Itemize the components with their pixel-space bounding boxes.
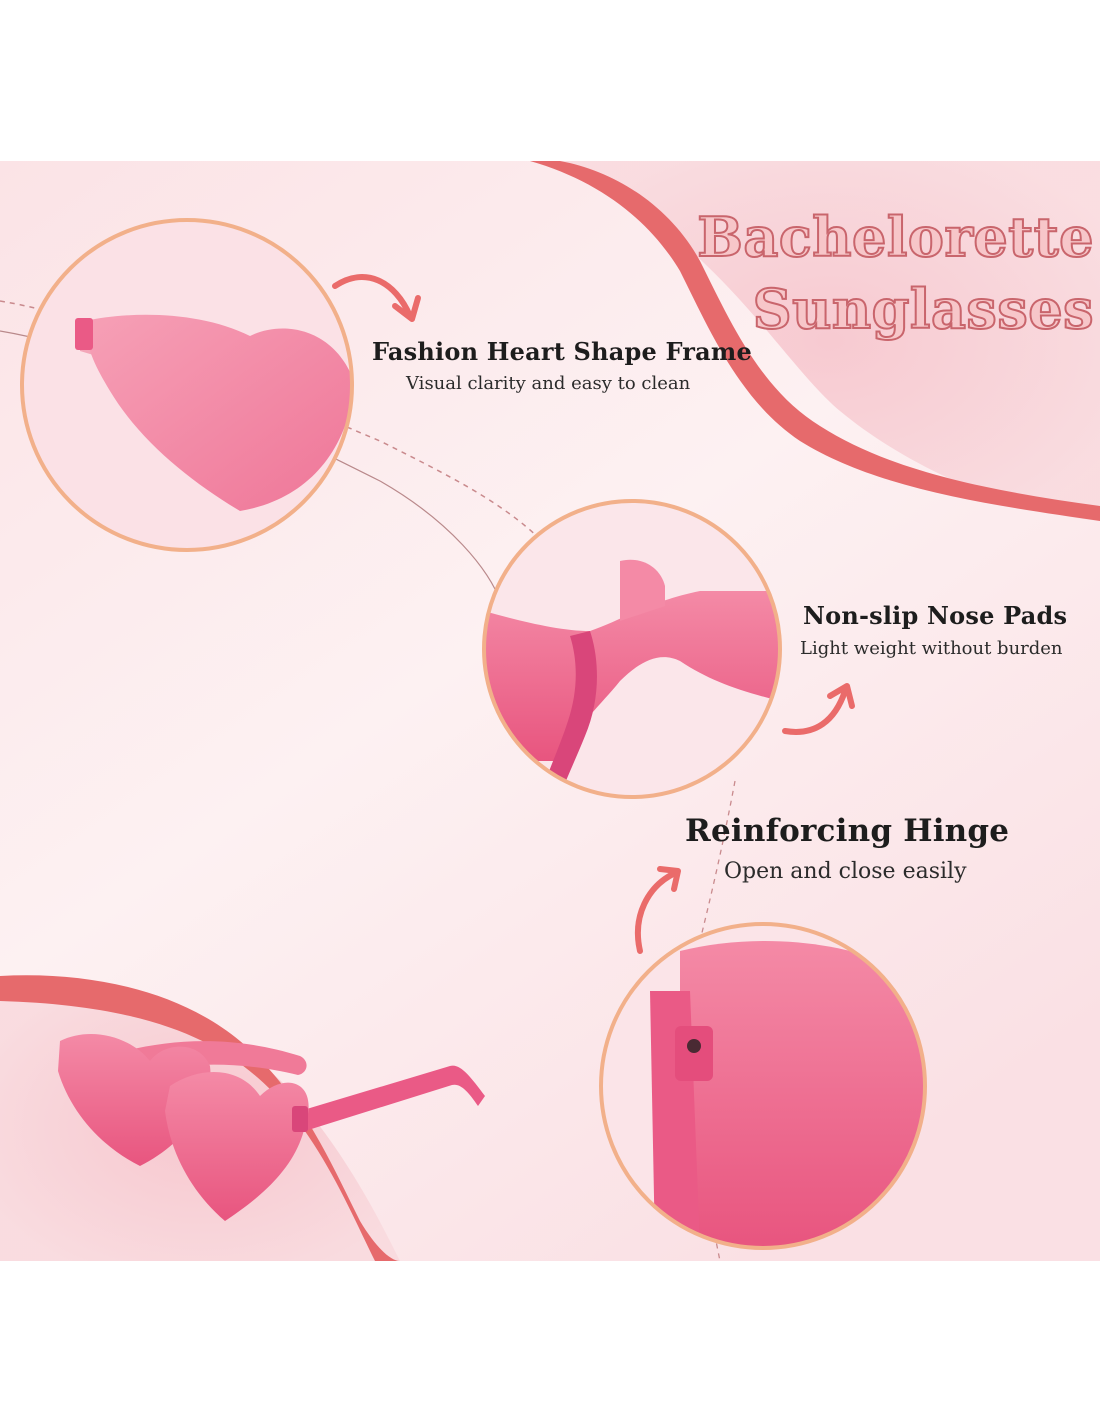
feature-3-subtitle: Open and close easily (724, 859, 967, 884)
right-heart-lens (165, 1072, 309, 1221)
headline-line-1: Bachelorette (696, 204, 1094, 270)
headline-line-2: Sunglasses (752, 276, 1095, 342)
hinge-joint-shape (675, 1026, 713, 1081)
arrow-1-icon (332, 274, 421, 322)
nose-bridge-top-shape (620, 559, 665, 621)
feature-2-title: Non-slip Nose Pads (803, 601, 1068, 630)
feature-1-title: Fashion Heart Shape Frame (372, 337, 752, 366)
heart-lens-shape (85, 314, 352, 511)
nose-bridge-lens-shape (484, 591, 780, 761)
hinge-screw-shape (687, 1039, 701, 1053)
ribbon-bottom (0, 975, 400, 1261)
hinge-lens-shape (680, 941, 925, 1248)
arrow-2-icon (782, 683, 855, 735)
detail-circle-heart-frame (20, 218, 354, 552)
sunglasses-full-view (58, 1033, 485, 1221)
artwork-svg (0, 161, 1100, 1261)
feature-1-subtitle: Visual clarity and easy to clean (406, 373, 691, 394)
arrow-3-icon (634, 866, 681, 954)
detail-circle-hinge (599, 922, 927, 1250)
headline: Bachelorette Sunglasses (696, 201, 1095, 345)
infographic-artwork: Bachelorette Sunglasses Fashion Heart Sh… (0, 161, 1100, 1261)
feature-3-title: Reinforcing Hinge (685, 813, 1010, 849)
front-temple-arm (300, 1065, 485, 1131)
detail-circle-nose-pads (482, 499, 782, 799)
hinge-block-shape (75, 318, 93, 350)
feature-2-subtitle: Light weight without burden (800, 638, 1063, 659)
front-hinge-block (292, 1106, 308, 1132)
fur-patch-top (560, 161, 1100, 521)
ribbon-top (530, 161, 1100, 521)
nose-pad-shape (540, 631, 597, 797)
